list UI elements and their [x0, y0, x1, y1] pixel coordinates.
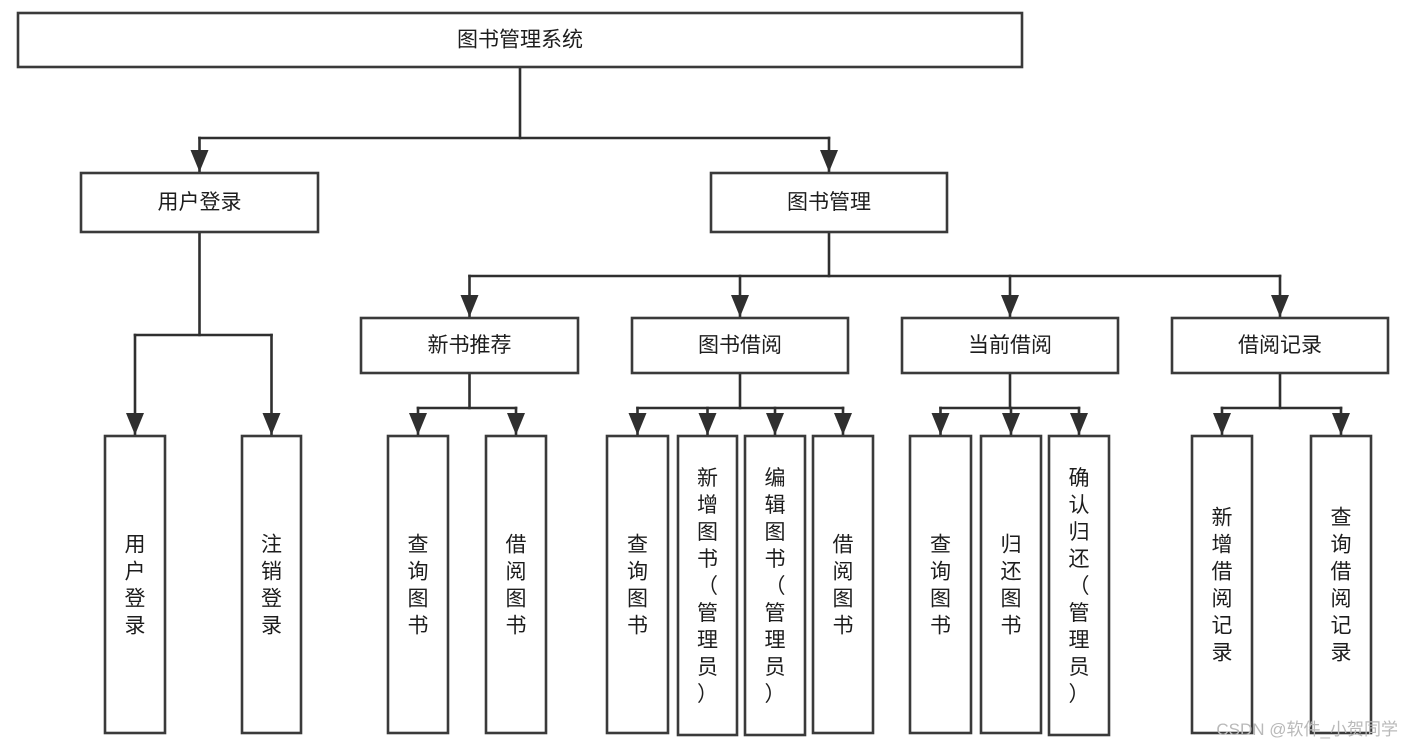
node-label-leaf-borrow-book-recommend: 借阅图书 — [506, 534, 527, 638]
node-box-leaf-query-book-current — [908, 434, 973, 735]
node-book-manage[interactable]: 图书管理 — [709, 171, 949, 234]
node-label-leaf-borrow-book: 借阅图书 — [833, 534, 854, 638]
csdn-watermark: CSDN @软件_小贺同学 — [1216, 720, 1398, 739]
node-box-book-borrow — [630, 316, 850, 375]
arrow-root-to-book-manage — [820, 150, 838, 172]
node-label-leaf-query-book-recommend: 查询图书 — [408, 534, 429, 638]
node-label-leaf-add-book: 新增图书（管理员） — [697, 467, 718, 706]
node-label-leaf-confirm-return: 确认归还（管理员） — [1069, 467, 1090, 706]
node-user-login[interactable]: 用户登录 — [79, 171, 320, 234]
node-leaf-query-book-recommend[interactable]: 查询图书 — [386, 434, 450, 735]
node-label-leaf-user-login: 用户登录 — [125, 534, 146, 638]
node-label-leaf-return-book: 归还图书 — [1001, 534, 1022, 638]
arrow-bookmanage-to-borrow-record — [1271, 295, 1289, 317]
node-label-new-book-recommend: 新书推荐 — [428, 334, 512, 357]
node-borrow-record[interactable]: 借阅记录 — [1170, 316, 1390, 375]
arrow-user-login-to-leaf-user-login — [126, 413, 144, 435]
arrow-current-borrow-to-leaf-return-book — [1002, 413, 1020, 435]
node-box-current-borrow — [900, 316, 1120, 375]
arrow-bookmanage-to-new-book-recommend — [460, 295, 479, 317]
node-box-leaf-edit-book — [743, 434, 807, 737]
node-leaf-borrow-book[interactable]: 借阅图书 — [811, 434, 875, 735]
arrow-book-borrow-to-leaf-borrow-book — [834, 413, 852, 435]
node-leaf-query-book-current[interactable]: 查询图书 — [908, 434, 973, 735]
node-box-leaf-query-borrow-record — [1309, 434, 1373, 735]
arrow-borrow-record-to-leaf-query-borrow-record — [1332, 413, 1350, 435]
node-label-leaf-edit-book: 编辑图书（管理员） — [765, 467, 786, 706]
arrow-new-book-recommend-to-leaf-query-book-recommend — [409, 413, 427, 435]
node-box-leaf-return-book — [979, 434, 1043, 735]
node-label-borrow-record: 借阅记录 — [1238, 334, 1322, 357]
node-new-book-recommend[interactable]: 新书推荐 — [359, 316, 580, 375]
arrow-borrow-record-to-leaf-add-borrow-record — [1213, 413, 1231, 435]
node-box-leaf-borrow-book-recommend — [484, 434, 548, 735]
node-box-leaf-add-book — [676, 434, 739, 737]
node-label-user-login: 用户登录 — [158, 191, 242, 214]
arrow-current-borrow-to-leaf-confirm-return — [1070, 413, 1088, 435]
node-label-leaf-query-book-borrow: 查询图书 — [627, 534, 648, 638]
node-current-borrow[interactable]: 当前借阅 — [900, 316, 1120, 375]
node-label-leaf-add-borrow-record: 新增借阅记录 — [1212, 507, 1233, 665]
node-box-leaf-confirm-return — [1047, 434, 1111, 737]
arrow-book-borrow-to-leaf-add-book — [698, 413, 717, 435]
node-label-leaf-user-logout: 注销登录 — [261, 534, 282, 638]
connector-layer — [126, 65, 1350, 437]
node-box-borrow-record — [1170, 316, 1390, 375]
arrow-user-login-to-leaf-user-logout — [262, 413, 281, 435]
node-box-root — [16, 11, 1024, 69]
node-leaf-return-book[interactable]: 归还图书 — [979, 434, 1043, 735]
node-leaf-user-logout[interactable]: 注销登录 — [240, 434, 303, 735]
node-leaf-edit-book[interactable]: 编辑图书（管理员） — [743, 434, 807, 737]
node-root[interactable]: 图书管理系统 — [16, 11, 1024, 69]
node-label-root: 图书管理系统 — [457, 29, 583, 52]
arrow-bookmanage-to-book-borrow — [731, 295, 749, 317]
node-box-leaf-borrow-book — [811, 434, 875, 735]
arrow-book-borrow-to-leaf-query-book-borrow — [628, 413, 647, 435]
node-box-leaf-query-book-recommend — [386, 434, 450, 735]
node-label-leaf-query-book-current: 查询图书 — [930, 534, 951, 638]
node-layer: 图书管理系统用户登录图书管理新书推荐图书借阅当前借阅借阅记录用户登录注销登录查询… — [16, 11, 1390, 737]
node-box-leaf-user-logout — [240, 434, 303, 735]
node-box-book-manage — [709, 171, 949, 234]
node-book-borrow[interactable]: 图书借阅 — [630, 316, 850, 375]
node-leaf-borrow-book-recommend[interactable]: 借阅图书 — [484, 434, 548, 735]
arrow-new-book-recommend-to-leaf-borrow-book-recommend — [507, 413, 525, 435]
node-label-leaf-query-borrow-record: 查询借阅记录 — [1331, 507, 1352, 665]
node-leaf-query-book-borrow[interactable]: 查询图书 — [605, 434, 670, 735]
node-leaf-user-login[interactable]: 用户登录 — [103, 434, 167, 735]
arrow-root-to-user-login — [190, 150, 209, 172]
node-box-leaf-user-login — [103, 434, 167, 735]
node-leaf-query-borrow-record[interactable]: 查询借阅记录 — [1309, 434, 1373, 735]
node-leaf-add-borrow-record[interactable]: 新增借阅记录 — [1190, 434, 1254, 735]
node-box-leaf-query-book-borrow — [605, 434, 670, 735]
node-leaf-add-book[interactable]: 新增图书（管理员） — [676, 434, 739, 737]
node-box-new-book-recommend — [359, 316, 580, 375]
node-box-user-login — [79, 171, 320, 234]
arrow-current-borrow-to-leaf-query-book-current — [931, 413, 950, 435]
node-label-book-borrow: 图书借阅 — [698, 334, 782, 357]
node-leaf-confirm-return[interactable]: 确认归还（管理员） — [1047, 434, 1111, 737]
node-label-current-borrow: 当前借阅 — [968, 334, 1052, 357]
node-label-book-manage: 图书管理 — [787, 191, 871, 214]
arrow-book-borrow-to-leaf-edit-book — [766, 413, 784, 435]
node-box-leaf-add-borrow-record — [1190, 434, 1254, 735]
arrow-bookmanage-to-current-borrow — [1001, 295, 1019, 317]
